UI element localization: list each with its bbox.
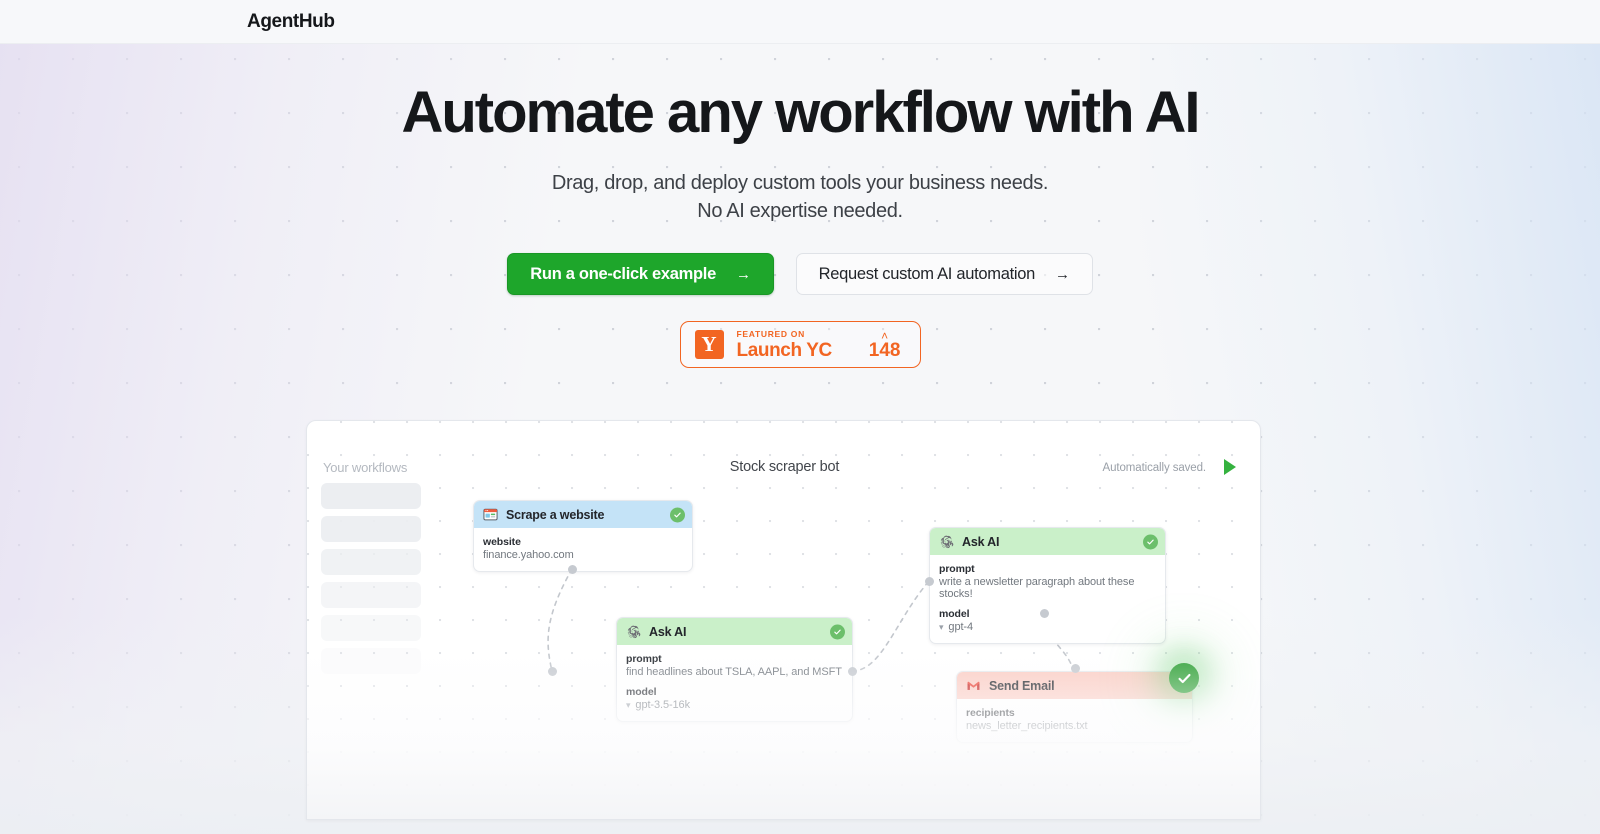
field-label: model bbox=[626, 686, 657, 698]
status-badge bbox=[670, 507, 685, 522]
field-value: news_letter_recipients.txt bbox=[966, 720, 1088, 732]
node-header: Scrape a website bbox=[474, 501, 692, 528]
yc-badge-wrap: Y FEATURED ON Launch YC ˄ 148 bbox=[0, 321, 1600, 369]
hero-subtitle-line-1: Drag, drop, and deploy custom tools your… bbox=[551, 171, 1049, 194]
status-badge bbox=[830, 624, 845, 639]
cta-row: Run a one-click example → Request custom… bbox=[0, 253, 1600, 296]
node-body: prompt write a newsletter paragraph abou… bbox=[930, 555, 1165, 643]
gmail-icon bbox=[967, 681, 980, 690]
yc-upvote[interactable]: ˄ 148 bbox=[869, 330, 901, 360]
node-header: Send Email bbox=[957, 672, 1192, 699]
workflow-canvas[interactable]: Your workflows Stock scraper bot Automat… bbox=[306, 420, 1261, 820]
hero-subtitle: Drag, drop, and deploy custom tools your… bbox=[0, 169, 1600, 226]
field-value: finance.yahoo.com bbox=[483, 549, 574, 561]
arrow-right-icon: → bbox=[1054, 265, 1070, 283]
node-port[interactable] bbox=[925, 577, 934, 586]
field-label: recipients bbox=[966, 707, 1015, 719]
node-body: recipients news_letter_recipients.txt bbox=[957, 699, 1192, 742]
node-field[interactable]: model gpt-3.5-16k bbox=[626, 686, 843, 711]
caret-up-icon: ˄ bbox=[881, 328, 889, 343]
workflow-node-send-email[interactable]: Send Email recipients news_letter_recipi… bbox=[956, 671, 1193, 743]
yc-featured-label: FEATURED ON bbox=[736, 328, 805, 339]
workflow-node-ask-ai-1[interactable]: Ask AI prompt find headlines about TSLA,… bbox=[616, 617, 853, 722]
launch-yc-badge[interactable]: Y FEATURED ON Launch YC ˄ 148 bbox=[679, 321, 921, 369]
top-nav: AgentHub bbox=[0, 0, 1600, 44]
node-field[interactable]: prompt write a newsletter paragraph abou… bbox=[939, 563, 1156, 600]
node-port[interactable] bbox=[848, 667, 857, 676]
node-body: prompt find headlines about TSLA, AAPL, … bbox=[617, 645, 852, 721]
field-label: prompt bbox=[939, 563, 975, 575]
workflow-node-scrape-a-website[interactable]: Scrape a website website finance.yahoo.c… bbox=[473, 500, 693, 572]
brand-logo[interactable]: AgentHub bbox=[247, 11, 335, 32]
workflow-title: Stock scraper bot bbox=[729, 459, 840, 475]
check-icon bbox=[1147, 539, 1154, 544]
hero-section: Automate any workflow with AI Drag, drop… bbox=[0, 44, 1600, 369]
field-value: write a newsletter paragraph about these… bbox=[939, 576, 1135, 600]
node-port[interactable] bbox=[568, 565, 577, 574]
node-title: Scrape a website bbox=[506, 507, 605, 522]
field-label: prompt bbox=[626, 653, 662, 665]
ycombinator-icon: Y bbox=[694, 330, 724, 360]
yc-launch-label: Launch YC bbox=[736, 340, 833, 362]
node-header: Ask AI bbox=[617, 618, 852, 645]
node-port[interactable] bbox=[548, 667, 557, 676]
node-header: Ask AI bbox=[930, 528, 1165, 555]
yc-vote-count: 148 bbox=[868, 339, 901, 361]
workflow-node-ask-ai-2[interactable]: Ask AI prompt write a newsletter paragra… bbox=[929, 527, 1166, 644]
run-example-button[interactable]: Run a one-click example → bbox=[507, 253, 774, 296]
node-body: website finance.yahoo.com bbox=[474, 528, 692, 571]
field-label: website bbox=[483, 536, 521, 548]
request-automation-button[interactable]: Request custom AI automation → bbox=[795, 253, 1093, 296]
status-badge bbox=[1143, 534, 1158, 549]
yc-badge-text: FEATURED ON Launch YC bbox=[736, 328, 833, 362]
check-icon bbox=[1177, 673, 1191, 683]
node-field[interactable]: prompt find headlines about TSLA, AAPL, … bbox=[626, 653, 843, 678]
node-field[interactable]: website finance.yahoo.com bbox=[483, 536, 683, 561]
check-icon bbox=[674, 512, 681, 517]
edge-scrape-to-ask-ai-1 bbox=[547, 568, 573, 672]
arrow-right-icon: → bbox=[735, 265, 751, 283]
field-value[interactable]: gpt-4 bbox=[939, 621, 1156, 633]
check-icon bbox=[834, 629, 841, 634]
field-value: find headlines about TSLA, AAPL, and MSF… bbox=[626, 666, 842, 678]
openai-icon bbox=[940, 535, 954, 549]
status-badge-complete bbox=[1169, 663, 1199, 693]
page-title: Automate any workflow with AI bbox=[401, 80, 1200, 145]
node-title: Send Email bbox=[989, 678, 1055, 693]
hero-subtitle-line-2: No AI expertise needed. bbox=[697, 200, 903, 223]
browser-window-icon bbox=[483, 508, 498, 521]
openai-icon bbox=[627, 625, 641, 639]
edge-ask-ai-1-to-ask-ai-2 bbox=[851, 580, 930, 672]
run-example-button-label: Run a one-click example bbox=[530, 264, 716, 283]
node-port[interactable] bbox=[1040, 609, 1049, 618]
node-port[interactable] bbox=[1071, 664, 1080, 673]
node-field[interactable]: recipients news_letter_recipients.txt bbox=[966, 707, 1183, 732]
node-title: Ask AI bbox=[649, 624, 687, 639]
request-automation-button-label: Request custom AI automation bbox=[818, 264, 1036, 283]
field-value[interactable]: gpt-3.5-16k bbox=[626, 699, 843, 711]
node-title: Ask AI bbox=[962, 534, 1000, 549]
